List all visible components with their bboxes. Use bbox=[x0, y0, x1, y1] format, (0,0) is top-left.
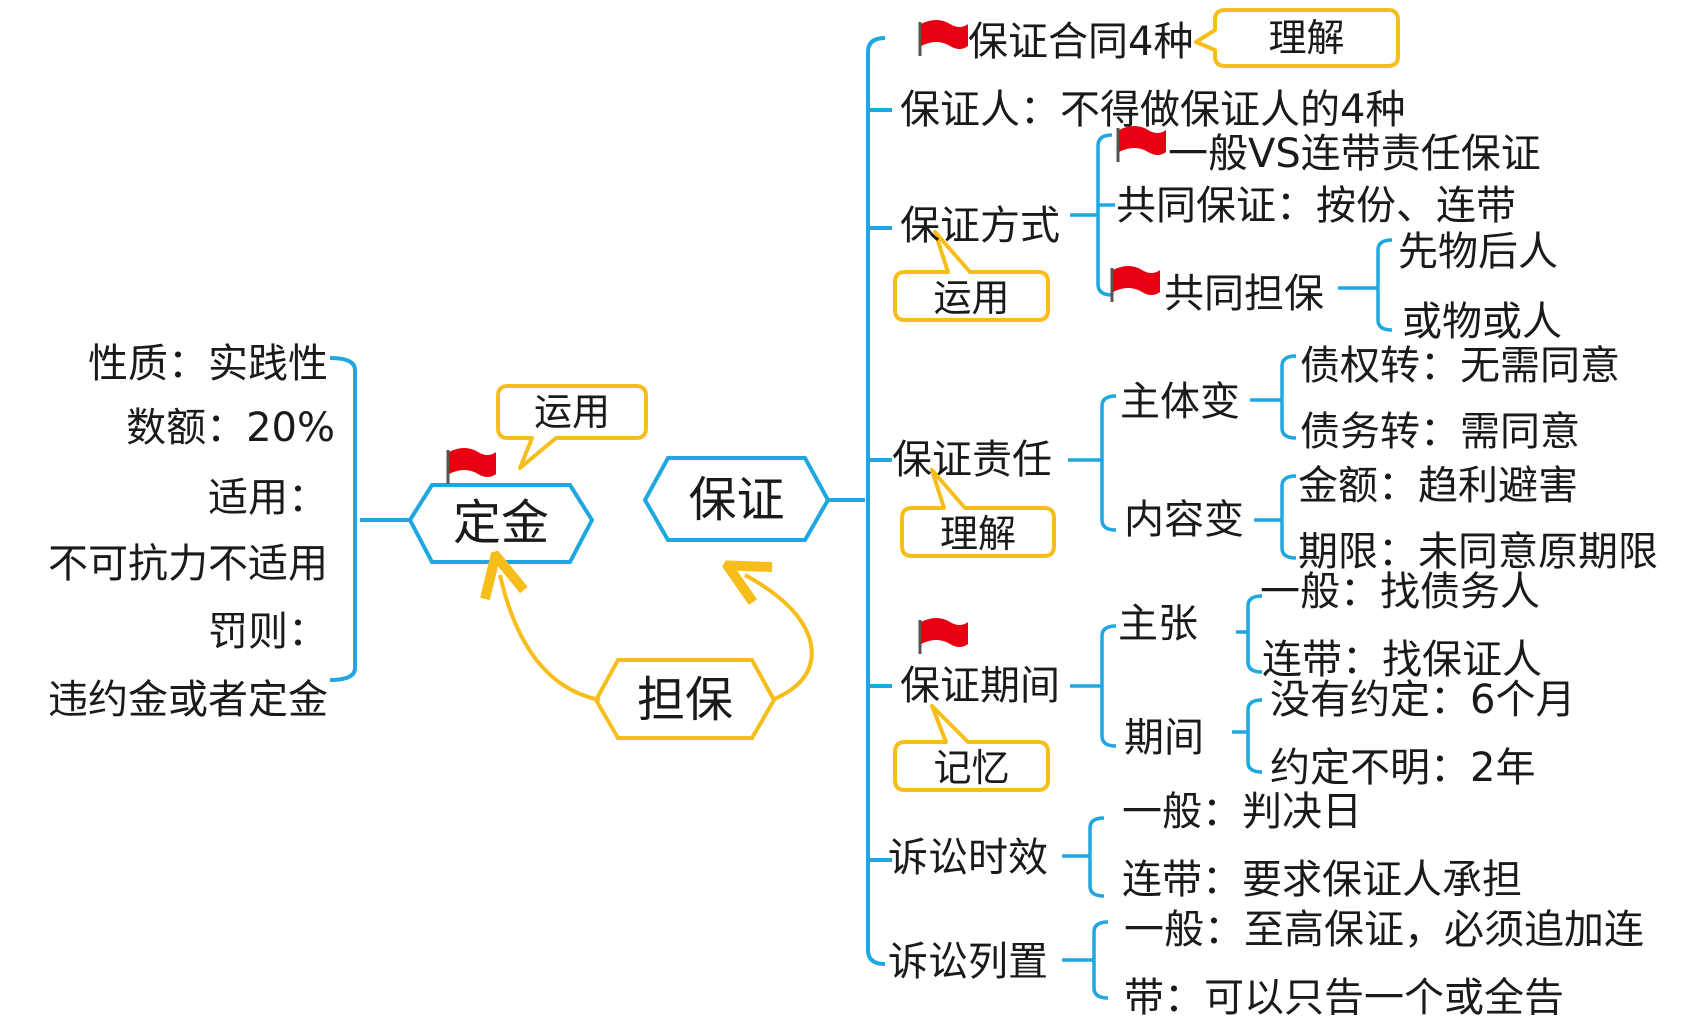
mode-label: 保证方式 bbox=[900, 203, 1060, 249]
limitation-label: 诉讼时效 bbox=[888, 835, 1048, 881]
liability-amount: 金额：趋利避害 bbox=[1298, 463, 1578, 509]
period-bracket bbox=[1070, 594, 1263, 774]
period-joint-claim: 连带：找保证人 bbox=[1262, 637, 1542, 683]
period-duration: 期间 bbox=[1124, 715, 1204, 761]
tag-shapes bbox=[496, 8, 1400, 792]
contract-branch: 保证合同4种 bbox=[968, 19, 1194, 65]
flag-icon-mode bbox=[1116, 126, 1166, 162]
limitation-bracket bbox=[1062, 816, 1105, 898]
mode-co-guarantee: 共同保证：按份、连带 bbox=[1116, 183, 1516, 229]
guarantor-branch: 保证人：不得做保证人的4种 bbox=[900, 87, 1406, 133]
period-unclear: 约定不明：2年 bbox=[1270, 745, 1536, 791]
liability-tag: 理解 bbox=[939, 512, 1016, 556]
dingjin-node: 定金 bbox=[452, 495, 549, 551]
liability-bracket bbox=[1068, 354, 1297, 560]
liability-creditor-transfer: 债权转：无需同意 bbox=[1300, 343, 1620, 389]
litigation-general: 一般：至高保证，必须追加连 bbox=[1124, 907, 1644, 953]
period-label: 保证期间 bbox=[900, 663, 1060, 709]
mode-tag: 运用 bbox=[933, 276, 1010, 320]
liability-debt-transfer: 债务转：需同意 bbox=[1300, 409, 1580, 455]
flag-icon-co-security bbox=[1110, 266, 1160, 302]
liability-term: 期限：未同意原期限 bbox=[1298, 529, 1658, 575]
dingjin-penalty-text: 违约金或者定金 bbox=[48, 677, 328, 723]
litigation-bracket bbox=[1062, 920, 1109, 1000]
litigation-label: 诉讼列置 bbox=[888, 939, 1048, 985]
dingjin-amount: 数额：20% bbox=[126, 405, 335, 451]
limitation-general: 一般：判决日 bbox=[1122, 789, 1362, 835]
mode-co-security: 共同担保 bbox=[1164, 271, 1324, 317]
danbao-arrow-baozheng bbox=[745, 575, 814, 702]
dingjin-apply-title: 适用： bbox=[208, 475, 328, 521]
liability-content-change: 内容变 bbox=[1124, 497, 1244, 543]
period-no-agreement: 没有约定：6个月 bbox=[1270, 677, 1576, 723]
period-general-claim: 一般：找债务人 bbox=[1260, 569, 1540, 615]
baozheng-bracket bbox=[828, 36, 892, 966]
flag-icon-dingjin bbox=[446, 448, 496, 484]
dingjin-penalty-title: 罚则： bbox=[208, 609, 328, 655]
liability-label: 保证责任 bbox=[892, 437, 1052, 483]
dingjin-bracket bbox=[329, 356, 410, 682]
mode-bracket bbox=[1070, 133, 1393, 332]
mode-general-vs-joint: 一般VS连带责任保证 bbox=[1168, 131, 1541, 177]
dingjin-hexagon bbox=[407, 483, 595, 564]
limitation-joint: 连带：要求保证人承担 bbox=[1122, 857, 1522, 903]
period-tag: 记忆 bbox=[933, 746, 1010, 790]
flag-icon-period bbox=[918, 618, 968, 654]
liability-subject-change: 主体变 bbox=[1120, 379, 1240, 425]
flag-icon-contract bbox=[918, 20, 968, 56]
danbao-node: 担保 bbox=[636, 672, 733, 728]
dingjin-tag: 运用 bbox=[533, 390, 610, 434]
litigation-joint: 带：可以只告一个或全告 bbox=[1124, 975, 1564, 1021]
period-claim: 主张 bbox=[1118, 601, 1198, 647]
dingjin-nature: 性质：实践性 bbox=[88, 341, 328, 387]
contract-tag: 理解 bbox=[1268, 16, 1345, 60]
mode-thing-first: 先物后人 bbox=[1398, 229, 1558, 275]
mode-thing-or-person: 或物或人 bbox=[1402, 299, 1562, 345]
danbao-arrow-dingjin bbox=[500, 575, 601, 702]
dingjin-apply-text: 不可抗力不适用 bbox=[48, 541, 328, 587]
baozheng-node: 保证 bbox=[688, 472, 785, 528]
